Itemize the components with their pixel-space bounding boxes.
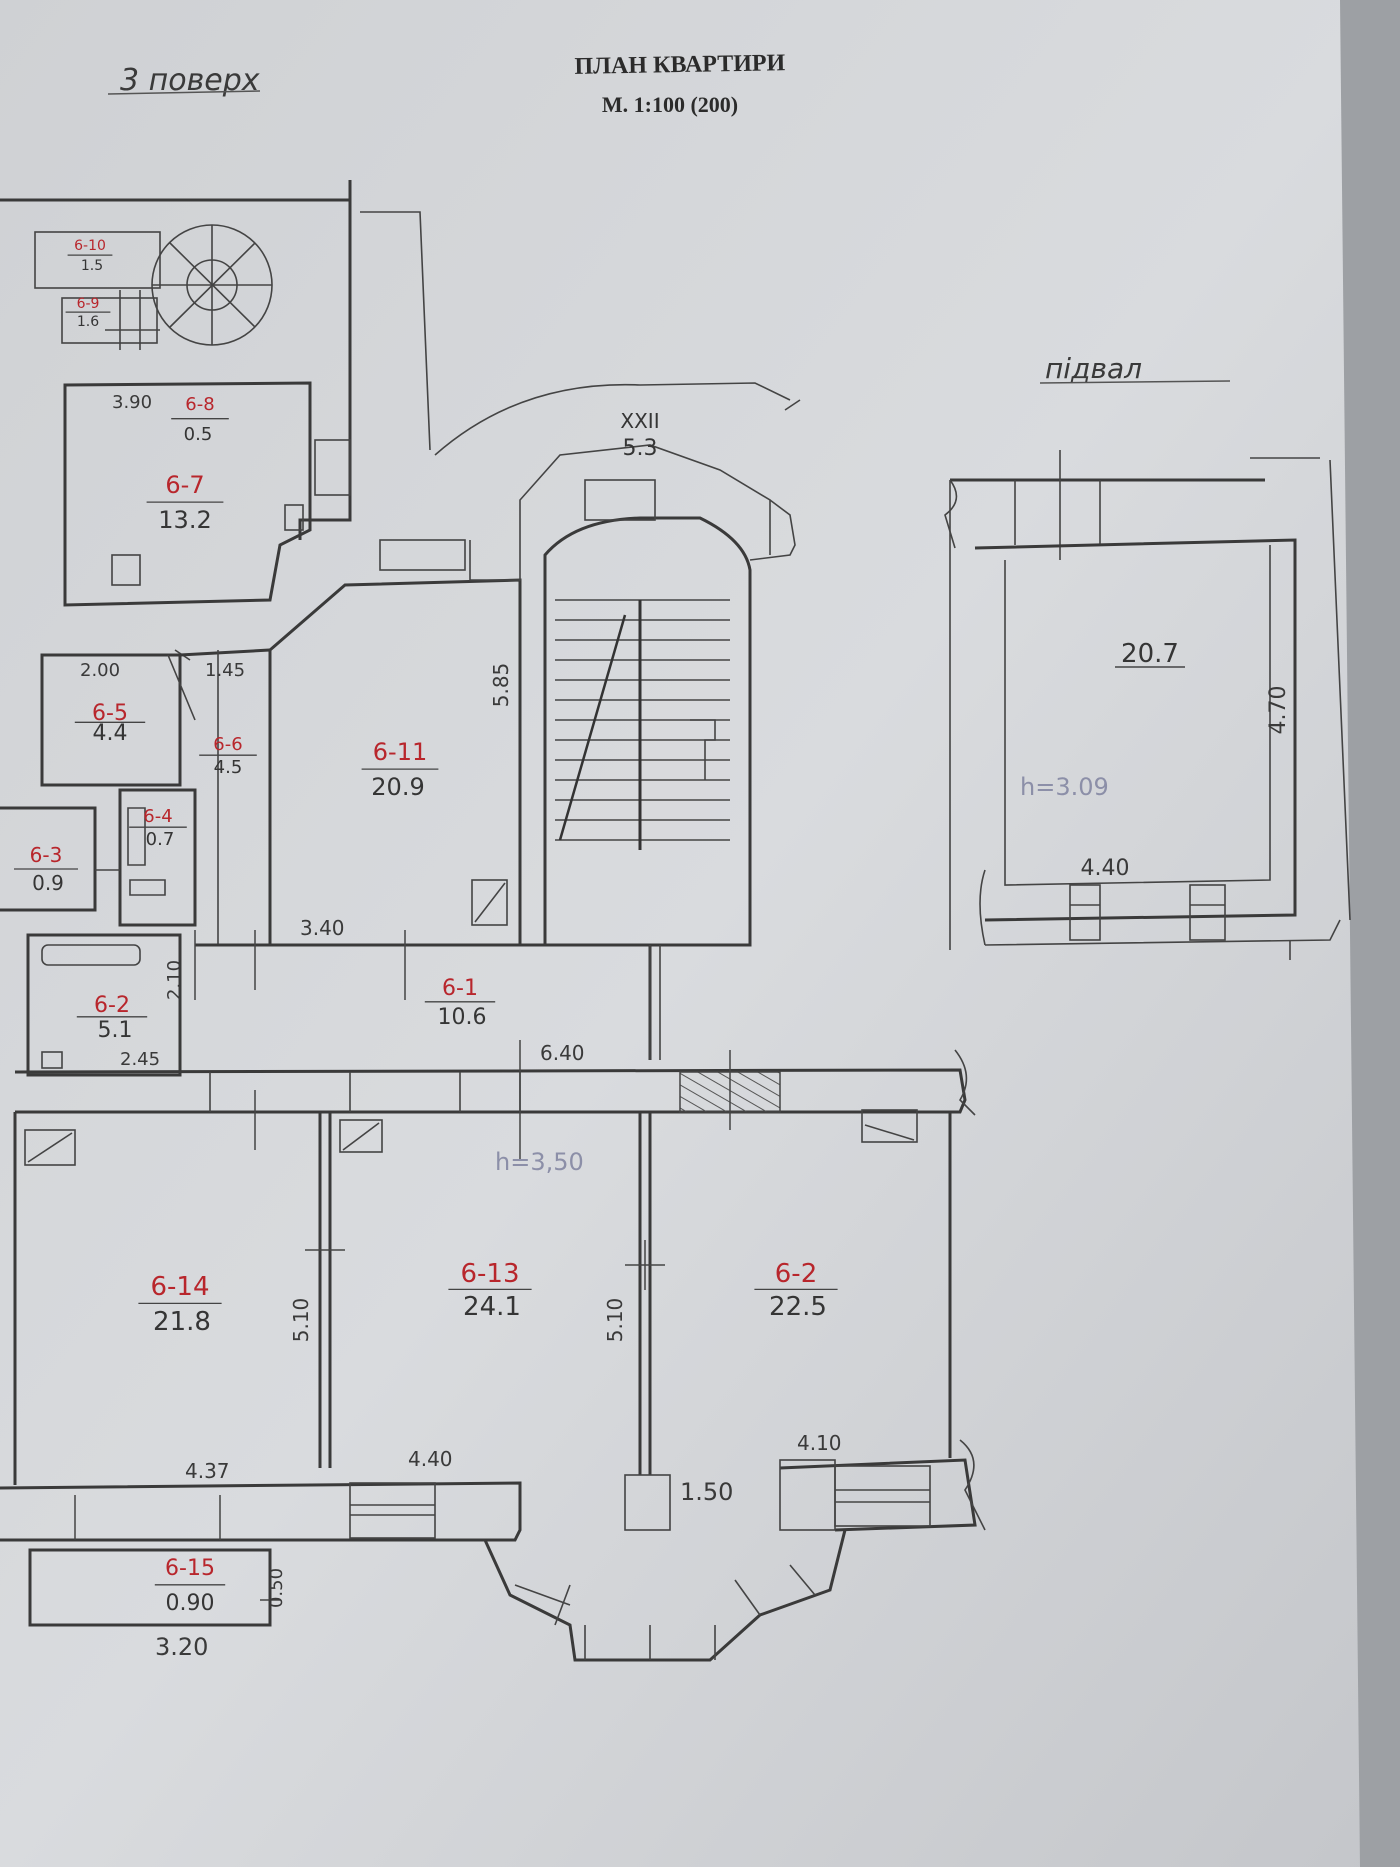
room-id: 6-1 <box>442 976 478 1001</box>
basement-label: підвал <box>1045 352 1142 385</box>
floor-label-underline <box>107 90 261 95</box>
basement-area: 20.7 <box>1121 639 1179 669</box>
room-area: 1.6 <box>77 314 99 330</box>
room-r2b: 6-222.5 <box>754 1259 838 1322</box>
dim-245: 2.45 <box>120 1049 160 1070</box>
main-height: h=3,50 <box>495 1148 584 1176</box>
dim-320: 3.20 <box>155 1633 208 1661</box>
main-plan-walls <box>0 180 986 1662</box>
room-id: 6-4 <box>143 806 172 827</box>
staircase-area: 5.3 <box>623 436 658 461</box>
room-area: 13.2 <box>158 506 211 534</box>
room-r6: 6-64.5 <box>199 734 257 778</box>
room-id: 6-10 <box>74 238 106 254</box>
room-id: 6-11 <box>373 738 427 766</box>
room-r11: 6-11 20.9 <box>361 738 439 801</box>
room-area: 0.7 <box>146 829 175 850</box>
room-r9: 6-91.6 <box>65 296 111 330</box>
dim-210: 2.10 <box>164 960 185 1000</box>
room-area: 0.5 <box>184 424 213 445</box>
room-id: 6-3 <box>30 843 63 867</box>
dim-585: 5.85 <box>489 663 513 708</box>
room-r1: 6-1 10.6 <box>424 976 496 1030</box>
dim-640: 6.40 <box>540 1041 585 1065</box>
room-r14: 6-14 21.8 <box>138 1272 222 1337</box>
room-area: 22.5 <box>769 1292 827 1322</box>
room-area: 5.1 <box>98 1018 133 1043</box>
dim-510-mid: 5.10 <box>603 1298 627 1343</box>
room-id: 6-15 <box>165 1556 215 1581</box>
paper-edge-shadow <box>1340 0 1400 1867</box>
room-r7: 6-7 13.2 <box>146 471 224 534</box>
dim-145: 1.45 <box>205 660 245 681</box>
room-id: 6-2 <box>94 993 130 1018</box>
dim-050: 0.50 <box>266 1568 287 1608</box>
room-id: 6-9 <box>77 296 100 312</box>
dim-510-left: 5.10 <box>289 1298 313 1343</box>
basement-length: 4.70 <box>1266 686 1291 735</box>
room-r3: 6-30.9 <box>14 843 78 895</box>
room-area: 4.5 <box>214 757 243 778</box>
room-area: 24.1 <box>463 1292 521 1322</box>
room-r15: 6-15 0.90 <box>154 1556 226 1616</box>
room-area: 21.8 <box>153 1307 211 1337</box>
room-id: 6-6 <box>213 734 242 755</box>
dim-390: 3.90 <box>112 392 152 413</box>
room-r5: 6-54.4 <box>74 701 146 746</box>
room-r4: 6-40.7 <box>129 806 187 850</box>
dim-437: 4.37 <box>185 1459 230 1483</box>
plan-scale: М. 1:100 (200) <box>602 92 738 117</box>
room-r2a: 6-25.1 <box>76 993 148 1043</box>
dim-150: 1.50 <box>680 1478 733 1506</box>
room-area: 0.90 <box>166 1591 215 1616</box>
staircase-code: XXII <box>620 409 659 433</box>
room-area: 1.5 <box>81 258 103 274</box>
dim-410: 4.10 <box>797 1431 842 1455</box>
room-area: 10.6 <box>438 1005 487 1030</box>
plan-title: ПЛАН КВАРТИРИ <box>574 50 785 80</box>
room-id: 6-8 <box>185 394 214 415</box>
room-area: 0.9 <box>32 871 64 895</box>
basement-width: 4.40 <box>1081 856 1130 881</box>
room-id: 6-2 <box>775 1259 817 1289</box>
dimension-labels: 3.90 2.00 1.45 5.85 3.40 2.10 2.45 6.40 … <box>80 392 842 1661</box>
dim-340: 3.40 <box>300 916 345 940</box>
room-id: 6-13 <box>460 1259 519 1289</box>
dim-440: 4.40 <box>408 1447 453 1471</box>
dim-200: 2.00 <box>80 660 120 681</box>
room-id: 6-14 <box>150 1272 209 1302</box>
room-r10: 6-10 1.5 <box>67 238 113 274</box>
room-id: 6-7 <box>165 471 204 499</box>
room-r8: 6-80.5 <box>171 394 229 445</box>
room-area: 20.9 <box>371 773 424 801</box>
basement-height: h=3.09 <box>1020 773 1109 801</box>
basement-walls <box>944 450 1351 960</box>
dimension-ticks <box>74 930 731 1601</box>
room-area: 4.4 <box>93 721 128 746</box>
basement-label-underline <box>1039 380 1231 384</box>
